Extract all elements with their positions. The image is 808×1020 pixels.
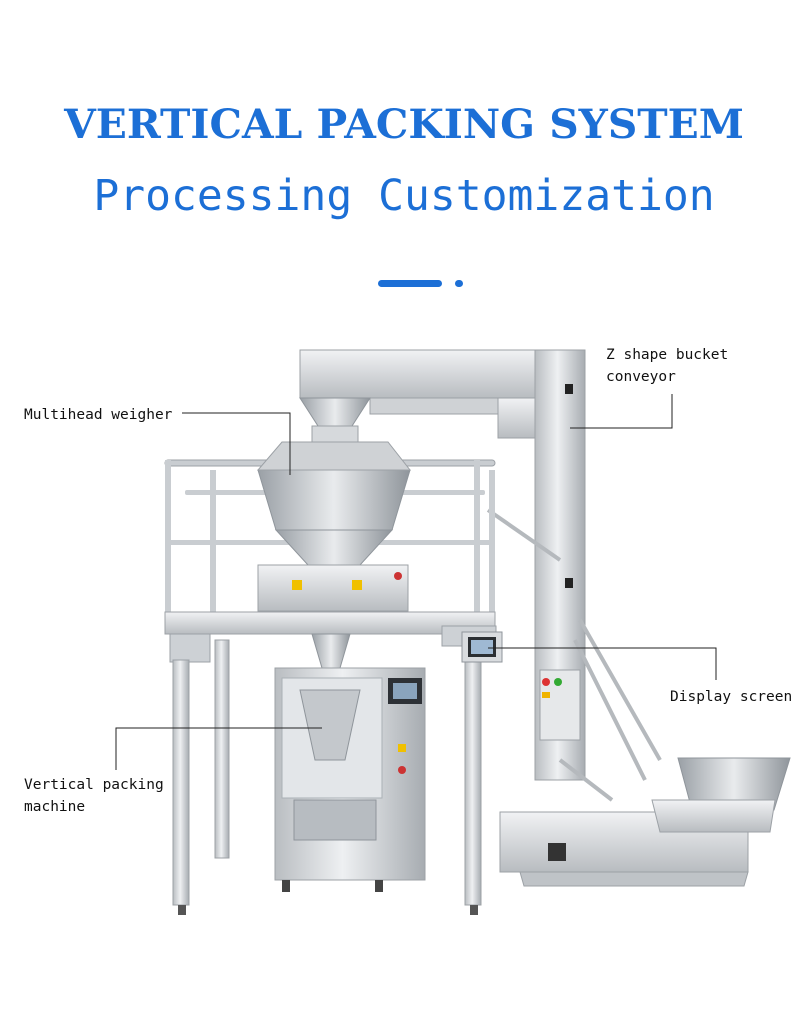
page-subtitle: Processing Customization (93, 171, 715, 221)
vertical-packing-machine (274, 667, 426, 892)
callout-display-screen: Display screen (670, 689, 793, 705)
bucket-conveyor (299, 349, 791, 887)
machine-illustration (115, 349, 791, 915)
leader-lines (115, 394, 717, 770)
accent-dot (455, 280, 463, 287)
page-title: VERTICAL PACKING SYSTEM (64, 101, 744, 148)
callout-bucket-conveyor: Z shape bucket conveyor (606, 347, 729, 385)
accent-dash (378, 280, 442, 287)
display-screen (461, 631, 503, 663)
callout-multihead-weigher: Multihead weigher (24, 407, 173, 423)
callout-vertical-packing-machine: Vertical packing machine (24, 777, 164, 815)
multihead-weigher (256, 397, 412, 669)
